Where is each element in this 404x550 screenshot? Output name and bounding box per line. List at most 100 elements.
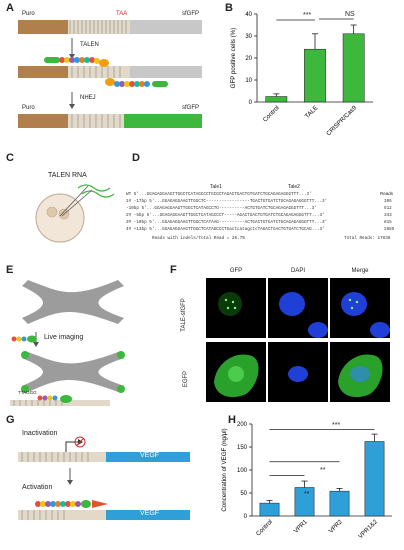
- y-tick-label: 10: [245, 78, 252, 84]
- reads-value: 2685: [384, 227, 395, 232]
- reads-header: Reads: [380, 191, 394, 196]
- dna-ticks: [69, 20, 127, 34]
- tale-protein-top: [44, 57, 109, 67]
- panel-a-diagram: [18, 20, 202, 128]
- chart-b-sig-2: NS: [345, 11, 355, 18]
- col-label-dapi: DAPI: [290, 268, 305, 274]
- reads-indel-ratio: Reads with indels/Total Read = 26.7%: [152, 236, 245, 241]
- panel-c-label: C: [6, 152, 14, 164]
- live-imaging-label: Live imaging: [44, 334, 84, 341]
- puro-block: [18, 20, 68, 34]
- col-label-gfp: GFP: [229, 268, 243, 274]
- panel-a-label: A: [6, 2, 14, 14]
- panel-d: D Tale1 Tale2 Reads WT 5'...GGAGAGGAAGTT…: [122, 148, 404, 248]
- micrograph-merge-2: [330, 342, 390, 402]
- col-label-merge: Merge: [351, 268, 369, 274]
- tale1-label: Tale1: [210, 184, 222, 190]
- sfgfp-block-off: [130, 20, 202, 34]
- micrograph-dapi-2: [268, 342, 328, 402]
- panel-f: F GFP DAPI Merge TALE-sfGFP EGFP: [170, 260, 404, 410]
- micrograph-dapi-1: [268, 278, 328, 338]
- panel-a: A: [0, 0, 215, 135]
- seq-row: -10bp 5'...GGAGAGGAAGTTGGCTCATAGCCTG----…: [126, 206, 317, 211]
- x-tick-label: Control: [262, 104, 281, 123]
- taa-label: TAA: [116, 11, 128, 17]
- reads-value: 815: [384, 220, 392, 225]
- chart-h-sig-2: **: [320, 467, 326, 474]
- y-tick-label: 30: [245, 34, 252, 40]
- micrograph-gfp-2: [206, 342, 266, 402]
- seq-row: WT 5'...GGAGAGGAAGTTGGCTCATAGCCCTGCGCTAG…: [126, 192, 312, 197]
- y-tick-label: 50: [240, 491, 247, 497]
- row-label-egfp: EGFP: [183, 370, 189, 388]
- tale-protein-bottom: [105, 78, 168, 87]
- y-tick-label: 20: [245, 56, 252, 62]
- vegf-activation-diagram: [18, 436, 190, 520]
- y-tick-label: 40: [245, 12, 252, 18]
- panel-g: G Inactivation Activation: [0, 412, 200, 550]
- x-tick-label: VPR1&2: [357, 518, 379, 540]
- reads-value: 395: [384, 199, 392, 204]
- panel-d-label: D: [132, 152, 140, 164]
- nhej-label: NHEJ: [80, 95, 96, 101]
- micrograph-merge-1: [330, 278, 390, 338]
- talen-rna-label: TALEN RNA: [48, 172, 87, 179]
- seq-row: 2# -5bp 5'...GGAGAGGAAGTTGGCTCATAGCCCT--…: [126, 213, 325, 218]
- panel-b-label: B: [225, 2, 233, 14]
- bar: [364, 441, 385, 517]
- panel-e-label: E: [6, 264, 14, 276]
- bar: [329, 490, 350, 517]
- inactivation-label: Inactivation: [22, 430, 58, 437]
- chart-b-sig-1: ***: [303, 12, 312, 19]
- vegf-label-2: VEGF: [140, 510, 160, 517]
- tale2-label: Tale2: [288, 184, 300, 190]
- vegf-label-1: VEGF: [140, 452, 160, 459]
- bar: [294, 487, 315, 517]
- puro-label: Puro: [22, 11, 35, 17]
- bar: [304, 48, 326, 103]
- activation-label: Activation: [22, 484, 53, 491]
- micrograph-gfp-1: [206, 278, 266, 338]
- y-tick-label: 150: [237, 445, 248, 451]
- seq-row: 3# -10bp 5'...GGAGAGGAAGTTGGCTCATAAG----…: [126, 220, 328, 225]
- chart-h-sig-1: **: [304, 491, 310, 498]
- bar: [259, 502, 280, 517]
- panel-f-label: F: [170, 264, 177, 276]
- seq-row: 1# -17bp 5'...GGAGAGGAAGTTGGCTC---------…: [126, 199, 328, 204]
- x-tick-label: CRISPR/Cas9: [325, 104, 358, 137]
- y-tick-label: 100: [237, 468, 248, 474]
- embryo-illustration: [35, 184, 115, 243]
- chart-h-sig-3: ***: [332, 422, 341, 429]
- reads-total: Total Reads: 17838: [344, 236, 391, 241]
- y-axis-label: GFP positive cells (%): [230, 28, 237, 89]
- y-tick-label: 0: [244, 514, 248, 520]
- sfgfp-block-on: [124, 114, 202, 128]
- panel-g-label: G: [6, 414, 15, 426]
- talen-label: TALEN: [80, 42, 99, 48]
- chromosome-illustration: [10, 280, 125, 406]
- y-tick-label: 200: [237, 422, 248, 428]
- reads-value: 512: [384, 206, 392, 211]
- x-tick-label: Control: [255, 518, 274, 537]
- x-tick-label: VPR1: [293, 518, 310, 535]
- x-tick-label: VPR2: [328, 518, 345, 535]
- row-label-tale-sfgfp: TALE-sfGFP: [181, 298, 187, 332]
- bar: [342, 33, 365, 103]
- sfgfp-label-2: sfGFP: [182, 105, 200, 111]
- panel-h-label: H: [228, 414, 236, 426]
- sfgfp-label: sfGFP: [182, 11, 200, 17]
- y-axis-label: Concentration of VEGF (ng/μl): [221, 428, 228, 511]
- vegf-block-1: [106, 452, 190, 462]
- vegf-block-2: [106, 510, 190, 520]
- reads-value: 343: [384, 213, 392, 218]
- x-tick-label: TALE: [304, 104, 320, 120]
- bar: [265, 96, 288, 103]
- y-tick-label: 0: [249, 100, 253, 106]
- panel-e: E Live imaging TTAGGG: [0, 260, 160, 410]
- puro-label-2: Puro: [22, 105, 35, 111]
- panel-c: C TALEN RNA: [0, 148, 120, 248]
